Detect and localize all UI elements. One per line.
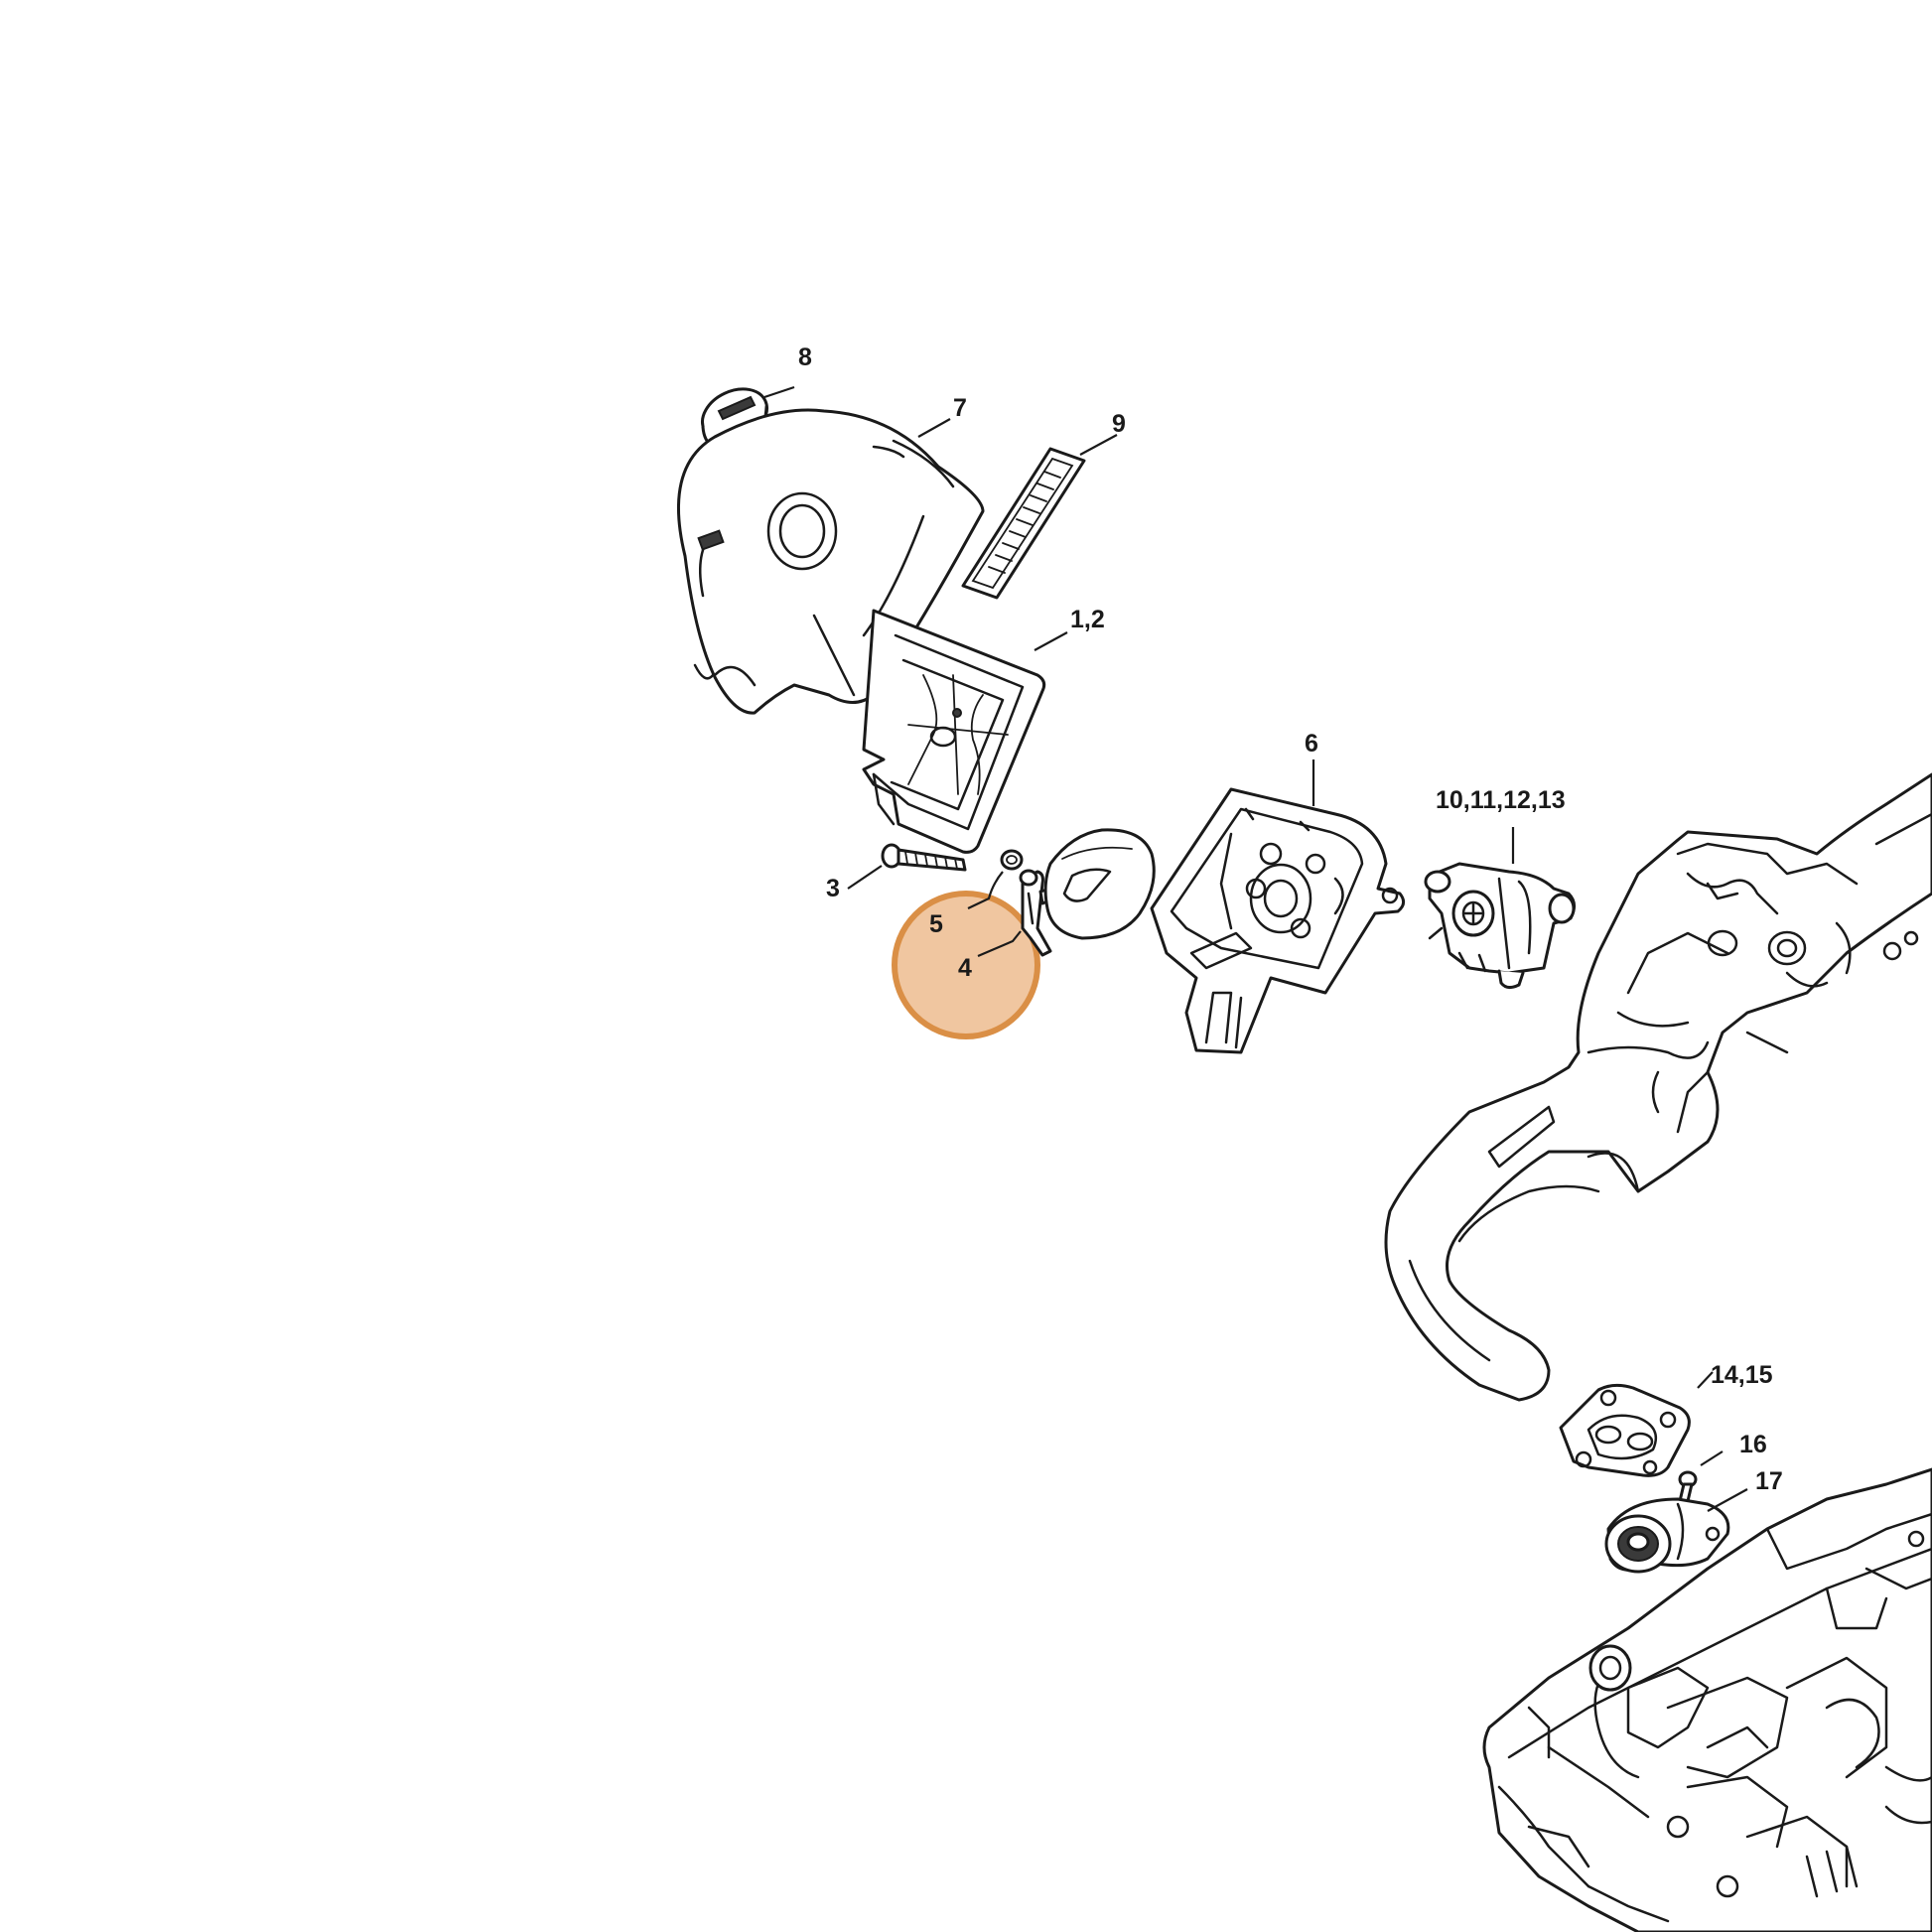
callout-17[interactable]: 17 [1755, 1467, 1783, 1495]
callout-4[interactable]: 4 [958, 954, 972, 982]
rear-handle-housing [1384, 772, 1932, 1402]
leader-lines [763, 385, 1748, 1512]
callout-1-2[interactable]: 1,2 [1070, 606, 1105, 633]
intake-foam[interactable] [1043, 828, 1156, 940]
part-17-flange[interactable] [1604, 1497, 1730, 1574]
part-16-screw[interactable] [1678, 1470, 1698, 1503]
part-3-screw[interactable] [881, 843, 967, 872]
callout-16[interactable]: 16 [1739, 1431, 1767, 1458]
callout-5[interactable]: 5 [929, 910, 943, 938]
callout-14-15[interactable]: 14,15 [1711, 1361, 1773, 1389]
callout-8[interactable]: 8 [798, 344, 812, 371]
part-9-strip[interactable] [961, 447, 1086, 600]
callout-9[interactable]: 9 [1112, 410, 1126, 438]
part-5-ring[interactable] [1000, 849, 1024, 871]
part-10-13-carburetor[interactable] [1424, 862, 1576, 990]
selected-part-highlight[interactable] [892, 891, 1040, 1039]
part-1-2-air-filter[interactable] [862, 609, 1046, 854]
callout-labels: 8 7 9 1,2 6 10,11,12,13 3 5 4 14,15 16 1… [798, 344, 1783, 1495]
callout-10-11-12-13[interactable]: 10,11,12,13 [1436, 786, 1566, 814]
part-6-carb-box[interactable] [1150, 787, 1405, 1054]
engine-housing [1482, 1467, 1932, 1932]
part-14-15-plate[interactable] [1559, 1383, 1691, 1477]
callout-3[interactable]: 3 [826, 875, 840, 902]
callout-6[interactable]: 6 [1305, 730, 1318, 758]
callout-7[interactable]: 7 [953, 394, 967, 422]
